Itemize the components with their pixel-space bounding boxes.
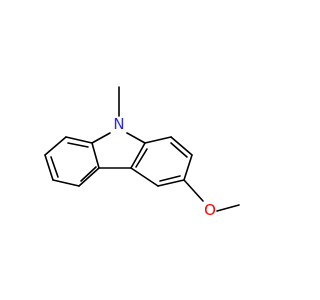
bond-c1-c2 (44, 154, 54, 181)
oxygen-atom-label: O (204, 201, 216, 219)
bond-c4a-c9a (65, 136, 93, 144)
bond-c9a-c1 (44, 136, 67, 156)
double-bond-c3-c4 (80, 166, 97, 182)
methoxy-group (183, 179, 240, 212)
double-bond-c3r-c4r (159, 175, 181, 182)
double-bond-c1r-c2r (170, 142, 188, 158)
bond-c3r-o (183, 179, 204, 202)
bond-o-ch3 (216, 204, 240, 212)
left-benzene-ring (44, 136, 100, 187)
bond-c9a-c1r (144, 136, 172, 144)
right-benzene-ring (130, 136, 193, 187)
molecule-diagram: N O (44, 86, 240, 219)
double-bond-c4a-c9a (67, 142, 89, 148)
bond-c2r-c3r (183, 154, 193, 181)
bond-c4-c4a (91, 142, 100, 169)
bond-c3-c4 (78, 167, 100, 187)
double-bond-c1-c2 (50, 156, 59, 178)
nitrogen-atom-label: N (113, 115, 124, 133)
bond-c8a-n9-left (91, 132, 111, 144)
bond-c4b-c9a (130, 142, 146, 169)
bond-c4r-c4b (130, 167, 159, 187)
pyrrole-ring (91, 132, 146, 169)
bond-c3r-c4r (157, 179, 185, 187)
bond-c2-c3 (52, 179, 80, 187)
bond-c1r-c2r (170, 136, 193, 156)
bond-n9-c9a-right (126, 132, 146, 144)
double-bond-c4b-c9a (135, 148, 148, 168)
